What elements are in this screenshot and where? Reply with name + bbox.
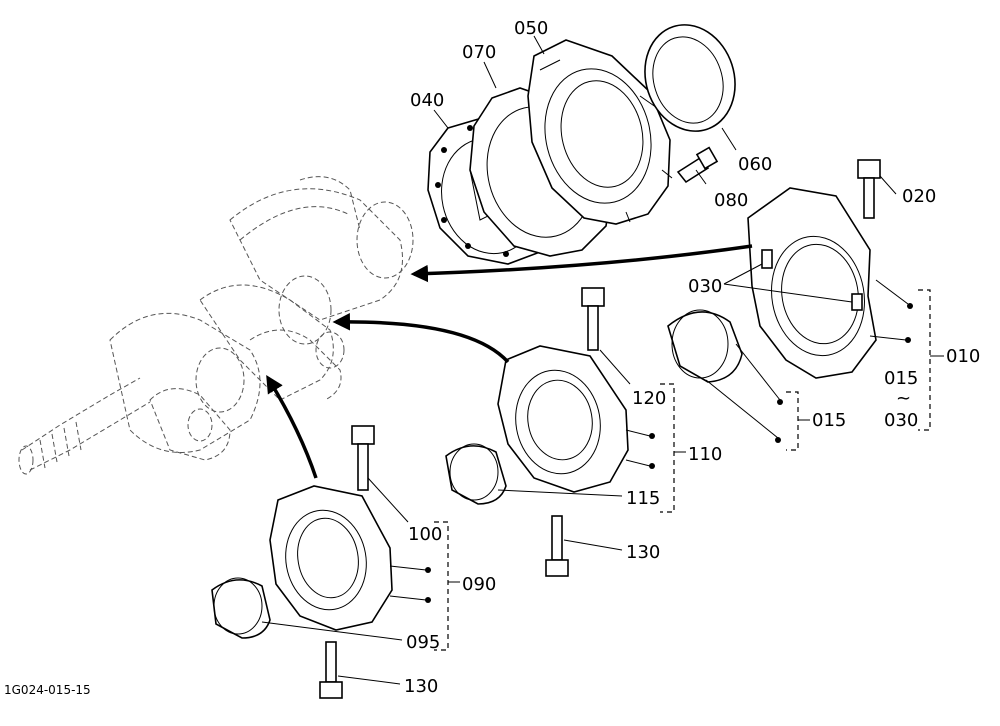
label-120: 120: [632, 388, 666, 409]
bolt-020: [857, 159, 881, 219]
main-bearing-case-010: [747, 187, 877, 379]
label-050: 050: [514, 18, 548, 39]
group-brackets: [434, 289, 944, 651]
bolt-100: [351, 425, 375, 491]
label-110: 110: [688, 444, 722, 465]
bearing-015: [667, 309, 743, 383]
bolt-130-lower: [319, 641, 343, 699]
label-130-lower: 130: [404, 676, 438, 697]
label-030-range: 030: [884, 410, 918, 431]
bearing-095: [211, 577, 271, 639]
label-range-tilde: ~: [896, 388, 911, 409]
bolt-080: [676, 146, 719, 184]
label-020: 020: [902, 186, 936, 207]
label-090: 090: [462, 574, 496, 595]
label-080: 080: [714, 190, 748, 211]
assembly-arrows: [266, 244, 753, 479]
reference-dots: [425, 303, 913, 603]
bolt-120: [581, 287, 605, 351]
leader-lines: [261, 35, 909, 685]
label-070: 070: [462, 42, 496, 63]
label-100: 100: [408, 524, 442, 545]
bearing-case-090: [269, 485, 393, 631]
drawing-code: 1G024-015-15: [4, 683, 91, 697]
label-010: 010: [946, 346, 980, 367]
label-095: 095: [406, 632, 440, 653]
label-015: 015: [812, 410, 846, 431]
part-labels: 050 070 040 060 080 020 030 010 015 ~ 03…: [4, 18, 980, 697]
label-040: 040: [410, 90, 444, 111]
label-015-range: 015: [884, 368, 918, 389]
oil-seal-060: [644, 24, 736, 132]
bolt-130-upper: [545, 515, 569, 577]
bearing-case-110: [497, 345, 629, 493]
label-030: 030: [688, 276, 722, 297]
crankshaft-phantom: [18, 176, 414, 475]
label-130-upper: 130: [626, 542, 660, 563]
bearing-case-cover-050: [527, 39, 673, 225]
bearing-115: [445, 443, 507, 505]
label-115: 115: [626, 488, 660, 509]
label-060: 060: [738, 154, 772, 175]
